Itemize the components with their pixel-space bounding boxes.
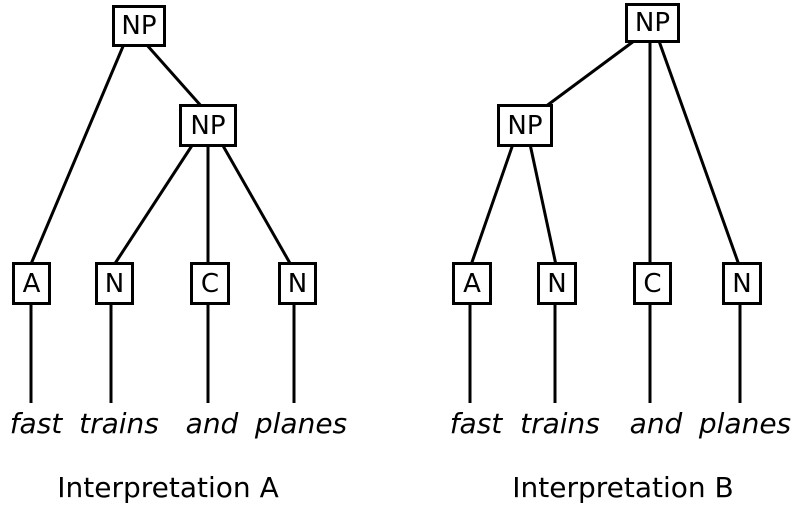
tree-b-inner-node: NP: [497, 104, 553, 147]
tree-b-leaf-conjunction: C: [633, 262, 672, 305]
tree-a-leaf-noun-2: N: [278, 262, 317, 305]
edge-a-root-to-inner-np: [144, 43, 204, 108]
tree-a-inner-node: NP: [179, 104, 237, 147]
tree-b-leaf-noun-1: N: [537, 262, 577, 305]
tree-a-word-and: and: [185, 407, 239, 440]
edge-b-root-to-inner-np: [544, 39, 635, 109]
tree-a-caption: Interpretation A: [57, 471, 279, 504]
tree-a-root-node: NP: [112, 5, 166, 47]
edge-a-inner-to-n2: [220, 143, 293, 266]
tree-a-word-fast: fast: [9, 407, 63, 440]
edge-b-root-to-n2: [657, 40, 741, 266]
tree-a-leaf-noun-1: N: [95, 262, 134, 305]
tree-a-word-planes: planes: [254, 407, 348, 440]
tree-b-leaf-adjective: A: [452, 262, 492, 305]
tree-b-word-trains: trains: [520, 407, 600, 440]
tree-b-leaf-noun-2: N: [722, 262, 762, 305]
tree-b-root-node: NP: [625, 3, 680, 43]
tree-b-word-planes: planes: [698, 407, 792, 440]
edge-b-inner-to-n1: [528, 143, 558, 266]
tree-b-word-and: and: [629, 407, 683, 440]
tree-a-leaf-adjective: A: [12, 262, 51, 305]
edge-a-root-to-leaf-a: [29, 43, 126, 265]
tree-a-leaf-conjunction: C: [190, 262, 230, 305]
edge-b-inner-to-leaf-a: [469, 143, 515, 266]
edge-a-inner-to-n1: [112, 143, 195, 266]
tree-b-word-fast: fast: [449, 407, 503, 440]
tree-b-caption: Interpretation B: [512, 471, 734, 504]
tree-a-word-trains: trains: [79, 407, 159, 440]
